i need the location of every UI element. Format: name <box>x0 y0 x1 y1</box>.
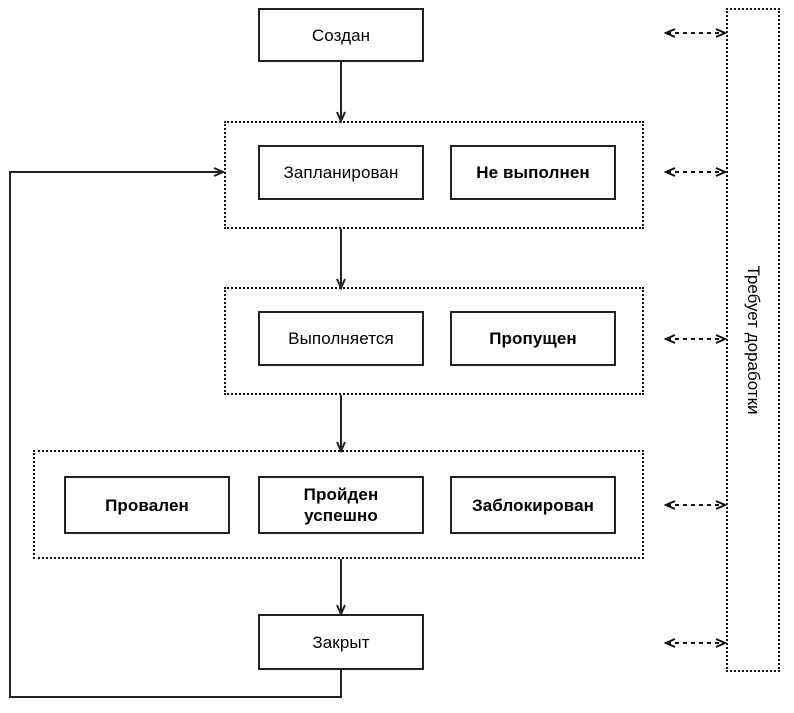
node-created[interactable]: Создан <box>258 8 424 62</box>
node-blocked[interactable]: Заблокирован <box>450 476 616 534</box>
panel-requires-rework[interactable]: Требует доработки <box>726 8 780 672</box>
group-result <box>33 450 644 559</box>
node-passed[interactable]: Пройден успешно <box>258 476 424 534</box>
node-not-done[interactable]: Не выполнен <box>450 145 616 200</box>
panel-requires-rework-label: Требует доработки <box>744 265 763 415</box>
group-in-progress <box>224 287 644 395</box>
node-planned[interactable]: Запланирован <box>258 145 424 200</box>
node-in-progress[interactable]: Выполняется <box>258 311 424 366</box>
node-failed[interactable]: Провален <box>64 476 230 534</box>
group-planned <box>224 121 644 229</box>
node-skipped[interactable]: Пропущен <box>450 311 616 366</box>
node-closed[interactable]: Закрыт <box>258 614 424 670</box>
